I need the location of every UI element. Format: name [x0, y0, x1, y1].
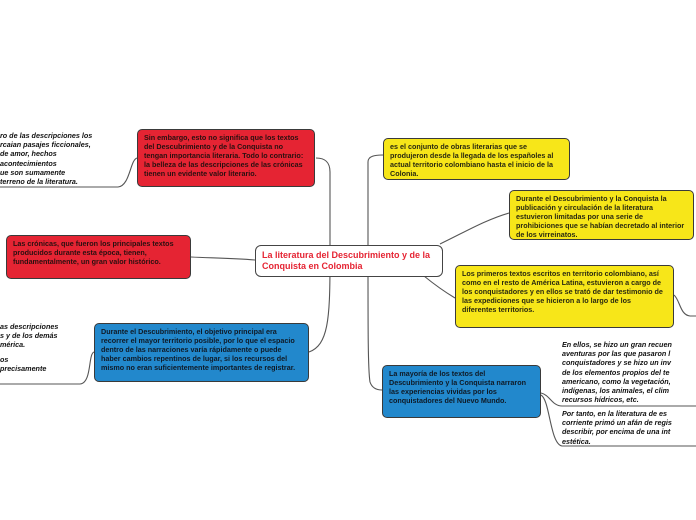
node-cronicas-label: Las crónicas, que fueron los principales… — [13, 239, 174, 266]
node-sin-embargo[interactable]: Sin embargo, esto no significa que los t… — [137, 129, 315, 187]
node-primeros-textos-label: Los primeros textos escritos en territor… — [462, 269, 663, 314]
node-mayoria[interactable]: La mayoría de los textos del Descubrimie… — [382, 365, 541, 418]
node-descubrimiento-objetivo[interactable]: Durante el Descubrimiento, el objetivo p… — [94, 323, 309, 382]
node-conjunto[interactable]: es el conjunto de obras literarias que s… — [383, 138, 570, 180]
central-topic[interactable]: La literatura del Descubrimiento y de la… — [255, 245, 443, 277]
node-conjunto-label: es el conjunto de obras literarias que s… — [390, 142, 554, 178]
central-topic-label: La literatura del Descubrimiento y de la… — [262, 250, 431, 271]
link-to-cronicas — [190, 256, 256, 261]
link-sin-embargo-note — [0, 157, 138, 188]
link-left-trunk — [315, 157, 331, 262]
note-left-mid-2: os precisamente — [0, 355, 47, 374]
link-to-primeros — [423, 275, 456, 299]
link-mayoria-note-2 — [540, 394, 696, 447]
note-left-top: ro de las descripciones los rcaian pasaj… — [0, 131, 93, 187]
link-right-trunk — [367, 154, 384, 262]
note-right-2: Por tanto, en la literatura de es corrie… — [562, 409, 672, 446]
node-publicacion[interactable]: Durante el Descubrimiento y la Conquista… — [509, 190, 694, 240]
node-descubrimiento-objetivo-label: Durante el Descubrimiento, el objetivo p… — [101, 327, 296, 372]
node-publicacion-label: Durante el Descubrimiento y la Conquista… — [516, 194, 685, 239]
note-right-1: En ellos, se hizo un gran recuen aventur… — [562, 340, 672, 405]
link-to-descubrimiento — [308, 261, 331, 353]
link-to-publicacion — [439, 212, 510, 245]
node-cronicas[interactable]: Las crónicas, que fueron los principales… — [6, 235, 191, 279]
node-primeros-textos[interactable]: Los primeros textos escritos en territor… — [455, 265, 674, 328]
link-primeros-note — [673, 294, 696, 317]
link-mayoria-note-1 — [540, 392, 696, 407]
link-to-mayoria — [367, 261, 383, 391]
node-sin-embargo-label: Sin embargo, esto no significa que los t… — [144, 133, 304, 178]
link-descubrimiento-note — [0, 351, 95, 385]
note-left-mid-1: as descripciones s y de los demás mérica… — [0, 322, 59, 350]
node-mayoria-label: La mayoría de los textos del Descubrimie… — [389, 369, 526, 405]
